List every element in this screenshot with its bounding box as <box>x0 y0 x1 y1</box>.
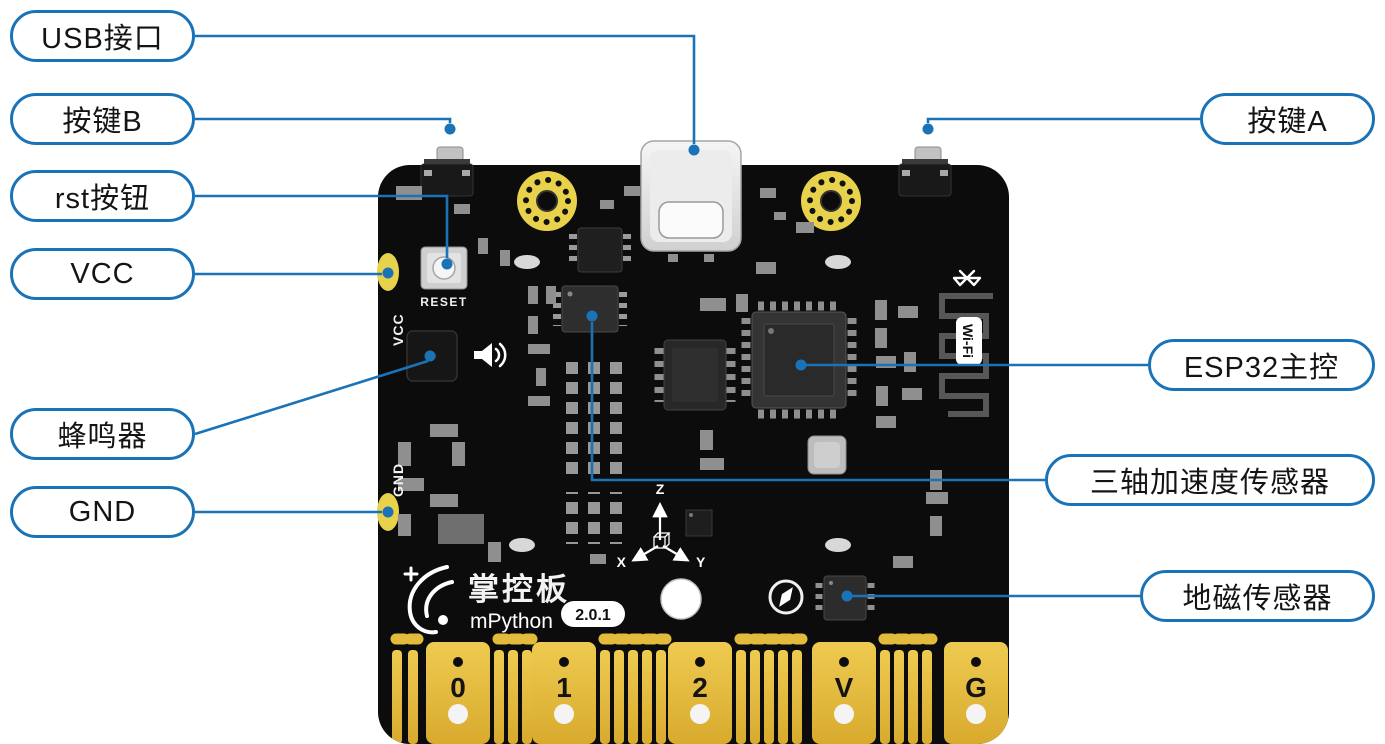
label-button-a: 按键A <box>1200 93 1375 145</box>
pcb-board: Wi-Fi Z X Y 掌控板 mPython <box>377 140 1009 744</box>
pin-label-0: 0 <box>450 672 466 703</box>
label-esp32: ESP32主控 <box>1148 339 1375 391</box>
label-buzzer: 蜂鸣器 <box>10 408 195 460</box>
accelerometer-chip <box>553 285 627 333</box>
axis-x-label: X <box>617 554 627 570</box>
callout-dot-vcc <box>382 267 394 279</box>
pin-label-2: 2 <box>692 672 708 703</box>
callout-dot-buzzer <box>424 350 436 362</box>
axis-indicator <box>631 501 690 562</box>
callout-dot-gnd <box>382 506 394 518</box>
mounting-hole-right <box>801 171 861 231</box>
big-pads <box>426 642 1008 744</box>
callout-dot-button-a <box>922 123 934 135</box>
brand-logo <box>403 565 454 635</box>
compass-icon <box>768 579 804 615</box>
reset-silk-label: RESET <box>420 295 468 309</box>
label-accelerometer: 三轴加速度传感器 <box>1045 454 1375 506</box>
callout-lines <box>194 34 1200 602</box>
bluetooth-icon <box>952 269 982 287</box>
crystal-component <box>807 435 847 475</box>
callout-dot-magnetometer <box>841 590 853 602</box>
callout-dot-usb <box>688 144 700 156</box>
label-usb-port: USB接口 <box>10 10 195 62</box>
solder-pads <box>509 255 851 552</box>
label-magnetometer: 地磁传感器 <box>1140 570 1375 622</box>
callout-line-usb <box>195 34 696 144</box>
board-hole <box>660 578 702 620</box>
axis-z-label: Z <box>656 481 665 497</box>
usb-connector <box>640 140 742 262</box>
brand-sub: mPython <box>470 610 553 633</box>
edge-connector: 0 1 2 V G <box>390 633 1008 744</box>
version-badge: 2.0.1 <box>561 601 625 627</box>
vcc-silk-label: VCC <box>390 313 406 346</box>
callout-line-button-a <box>926 117 1200 123</box>
label-button-b: 按键B <box>10 93 195 145</box>
passive-components <box>396 186 948 568</box>
callout-dot-accelerometer <box>586 310 598 322</box>
button-b <box>420 146 474 197</box>
mid-chip <box>654 339 736 411</box>
version-label: 2.0.1 <box>575 607 611 624</box>
mounting-hole-left <box>517 171 577 231</box>
callout-dot-rst <box>441 258 453 270</box>
small-ic-top <box>569 227 631 273</box>
axis-y-label: Y <box>696 554 706 570</box>
brand-name: 掌控板 <box>468 572 570 607</box>
callout-line-accelerometer <box>590 322 1045 482</box>
button-a <box>898 146 952 197</box>
small-ic-center-dot <box>689 513 693 517</box>
callout-dot-esp32 <box>795 359 807 371</box>
label-gnd: GND <box>10 486 195 538</box>
wifi-badge: Wi-Fi <box>956 317 982 365</box>
label-rst-button: rst按钮 <box>10 170 195 222</box>
wifi-label: Wi-Fi <box>960 324 976 358</box>
pin-label-g: G <box>965 672 987 703</box>
gnd-silk-label: GND <box>390 463 406 497</box>
pin-label-1: 1 <box>556 672 572 703</box>
test-pad-grid-upper <box>566 362 622 474</box>
power-module <box>438 514 484 544</box>
callout-dot-button-b <box>444 123 456 135</box>
test-pad-grid-lower <box>566 492 622 544</box>
pin-label-v: V <box>835 672 854 703</box>
callout-line-buzzer <box>194 359 429 436</box>
label-vcc: VCC <box>10 248 195 300</box>
speaker-icon <box>474 342 507 368</box>
callout-line-rst <box>195 194 449 258</box>
callout-line-button-b <box>195 117 452 123</box>
